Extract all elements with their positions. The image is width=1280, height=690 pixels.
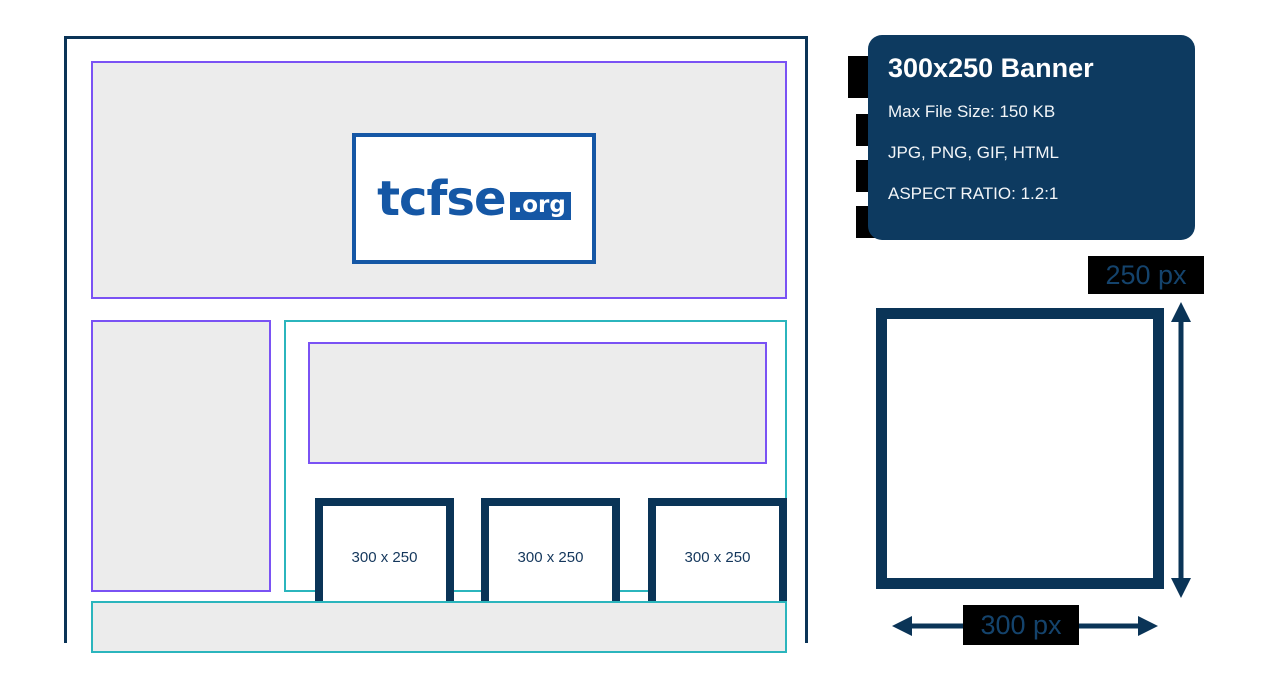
spec-max-file-size: Max File Size: 150 KB (888, 102, 1056, 121)
site-logo: tcfse .org (352, 133, 596, 264)
logo-wordmark: tcfse .org (377, 175, 571, 223)
sidebar-placeholder (91, 320, 271, 592)
logo-tld-badge: .org (509, 191, 571, 220)
ad-slot[interactable]: 300 x 250 (481, 498, 620, 616)
ad-slot[interactable]: 300 x 250 (315, 498, 454, 616)
hero-placeholder: tcfse .org (91, 61, 787, 299)
spec-file-formats: JPG, PNG, GIF, HTML (888, 143, 1059, 162)
width-label-text: 300 px (980, 609, 1062, 640)
width-label: 300 px (963, 605, 1079, 645)
ad-slot-label: 300 x 250 (351, 548, 418, 566)
spec-card: 300x250 Banner Max File Size: 150 KB JPG… (868, 35, 1195, 240)
footer-placeholder (91, 601, 787, 653)
ad-slot-label: 300 x 250 (517, 548, 584, 566)
content-region: 300 x 250 300 x 250 300 x 250 (284, 320, 787, 616)
ad-slot[interactable]: 300 x 250 (648, 498, 787, 616)
spec-card-title: 300x250 Banner (888, 53, 1094, 83)
height-arrow-icon (1171, 302, 1191, 598)
height-label: 250 px (1088, 256, 1204, 294)
page-wireframe: tcfse .org 300 x 250 300 x 250 300 x 250 (64, 36, 808, 653)
content-banner-placeholder (308, 342, 767, 464)
ad-slot-label: 300 x 250 (684, 548, 751, 566)
height-label-text: 250 px (1105, 259, 1187, 290)
logo-word: tcfse (377, 170, 506, 227)
spec-aspect-ratio: ASPECT RATIO: 1.2:1 (888, 184, 1059, 203)
banner-size-box (876, 308, 1164, 589)
